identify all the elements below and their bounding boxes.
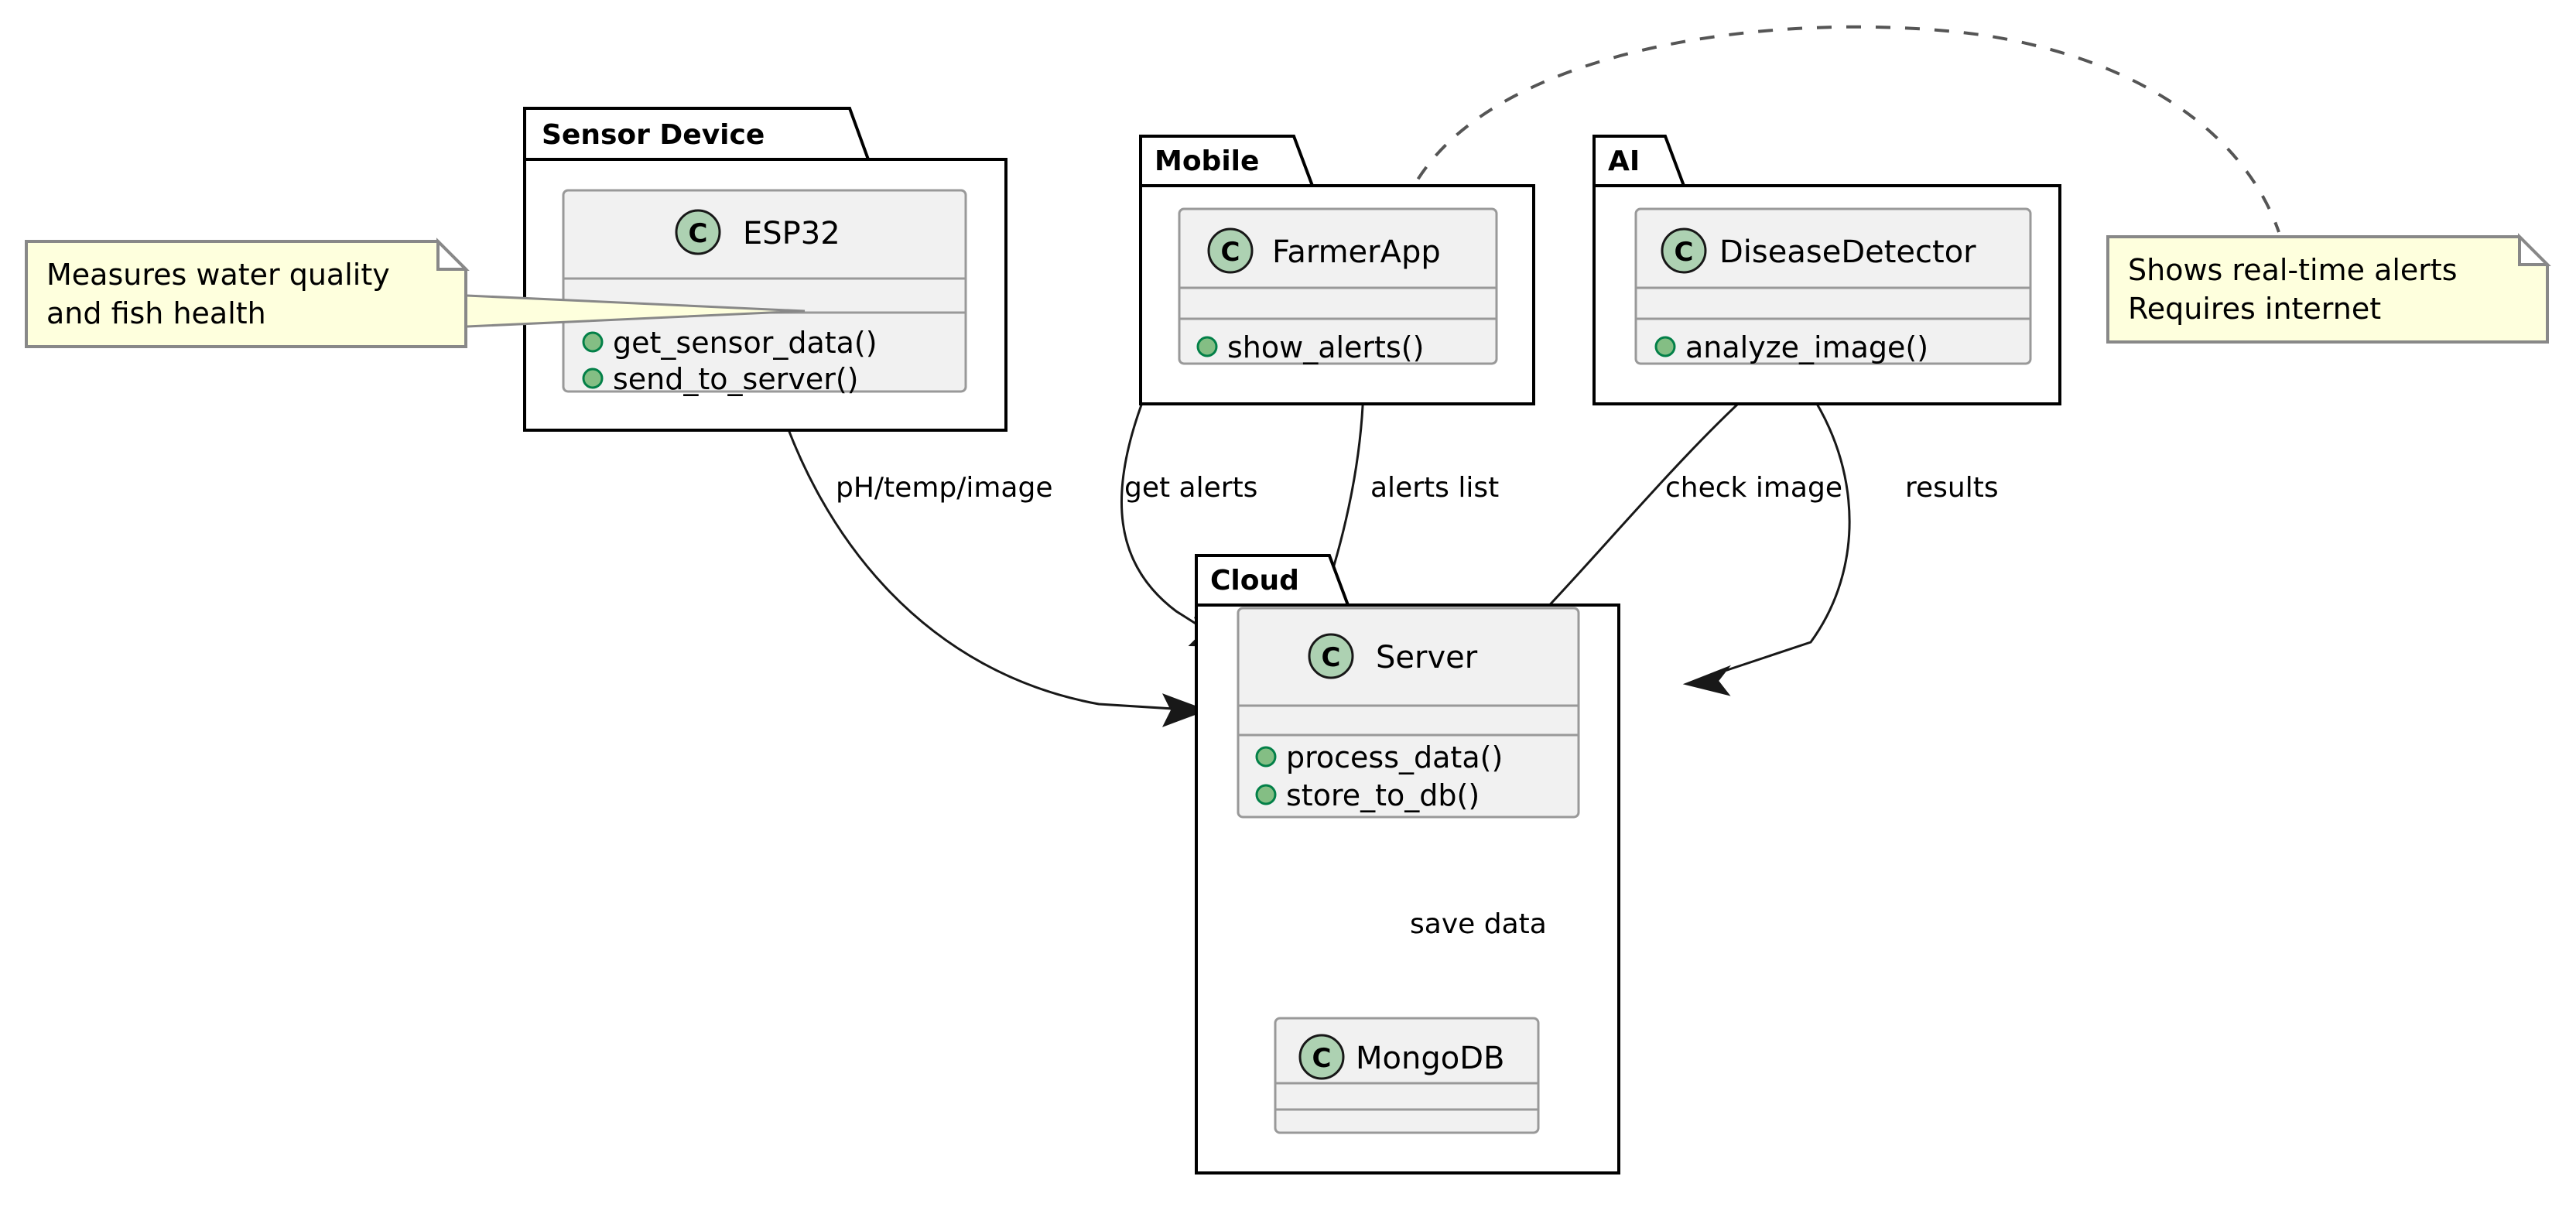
class-stereotype-icon <box>1298 1034 1345 1080</box>
class-farmerapp-name: FarmerApp <box>1272 234 1441 270</box>
class-server-stereotype-letter: C <box>1322 642 1341 673</box>
class-farmerapp[interactable]: C FarmerApp show_alerts() <box>1178 207 1498 365</box>
edge-note-farmerapp-connector <box>1403 25 2280 233</box>
package-cloud-label: Cloud <box>1210 565 1299 597</box>
visibility-public-icon <box>582 331 604 353</box>
note-farmerapp[interactable]: Shows real-time alerts Requires internet <box>2106 233 2551 344</box>
note-farmerapp-line-0: Shows real-time alerts <box>2128 253 2458 287</box>
visibility-public-icon <box>1196 336 1218 357</box>
class-diseasedetector-stereotype-letter: C <box>1675 237 1694 268</box>
visibility-public-icon <box>1654 336 1676 357</box>
class-diseasedetector-name: DiseaseDetector <box>1719 234 1976 270</box>
class-esp32-method-0: get_sensor_data() <box>613 326 877 360</box>
class-mongodb-stereotype-letter: C <box>1312 1043 1332 1074</box>
edge-diseasedetector-to-server <box>1682 362 1851 696</box>
class-diseasedetector[interactable]: C DiseaseDetector analyze_image() <box>1634 207 2032 365</box>
edge-esp32-to-server <box>772 386 1208 727</box>
class-esp32-stereotype-letter: C <box>689 218 708 249</box>
edge-label-check-image: check image <box>1665 472 1842 504</box>
class-stereotype-icon <box>1661 227 1707 274</box>
class-esp32[interactable]: C ESP32 get_sensor_data() send_to_server… <box>562 189 967 396</box>
visibility-public-icon <box>582 368 604 389</box>
class-stereotype-icon <box>675 209 721 255</box>
class-server-method-1: store_to_db() <box>1286 778 1480 812</box>
note-farmerapp-line-1: Requires internet <box>2128 292 2381 326</box>
package-sensor-device[interactable]: Sensor Device C ESP32 get_sensor_data() … <box>523 107 1007 432</box>
edge-label-results: results <box>1905 472 1999 504</box>
class-mongodb-name: MongoDB <box>1356 1041 1504 1076</box>
class-farmerapp-stereotype-letter: C <box>1221 237 1240 268</box>
visibility-public-icon <box>1255 784 1277 805</box>
class-server-name: Server <box>1376 640 1478 675</box>
package-ai[interactable]: AI C DiseaseDetector analyze_image() <box>1592 135 2061 405</box>
package-mobile[interactable]: Mobile C FarmerApp show_alerts() <box>1139 135 1535 405</box>
package-mobile-label: Mobile <box>1155 145 1259 177</box>
class-farmerapp-method-0: show_alerts() <box>1227 330 1424 364</box>
class-esp32-method-1: send_to_server() <box>613 362 858 396</box>
note-esp32-line-1: and fish health <box>46 296 266 330</box>
note-esp32-line-0: Measures water quality <box>46 258 390 292</box>
edge-label-ph-temp-image: pH/temp/image <box>836 472 1053 504</box>
visibility-public-icon <box>1255 746 1277 768</box>
class-stereotype-icon <box>1207 227 1254 274</box>
edge-label-alerts-list: alerts list <box>1370 472 1499 504</box>
package-sensor-device-label: Sensor Device <box>542 119 765 151</box>
class-mongodb[interactable]: C MongoDB <box>1274 1017 1540 1134</box>
class-esp32-name: ESP32 <box>743 216 840 251</box>
edge-label-get-alerts: get alerts <box>1124 472 1257 504</box>
class-stereotype-icon <box>1308 633 1354 679</box>
class-server-method-0: process_data() <box>1286 740 1503 774</box>
class-diseasedetector-method-0: analyze_image() <box>1685 330 1928 364</box>
package-ai-label: AI <box>1608 145 1640 177</box>
package-cloud[interactable]: Cloud C Server process_data() store_to_d… <box>1195 554 1620 1175</box>
edge-label-save-data: save data <box>1410 908 1547 940</box>
class-server[interactable]: C Server process_data() store_to_db() <box>1237 607 1580 819</box>
note-esp32[interactable]: Measures water quality and fish health <box>25 238 806 348</box>
